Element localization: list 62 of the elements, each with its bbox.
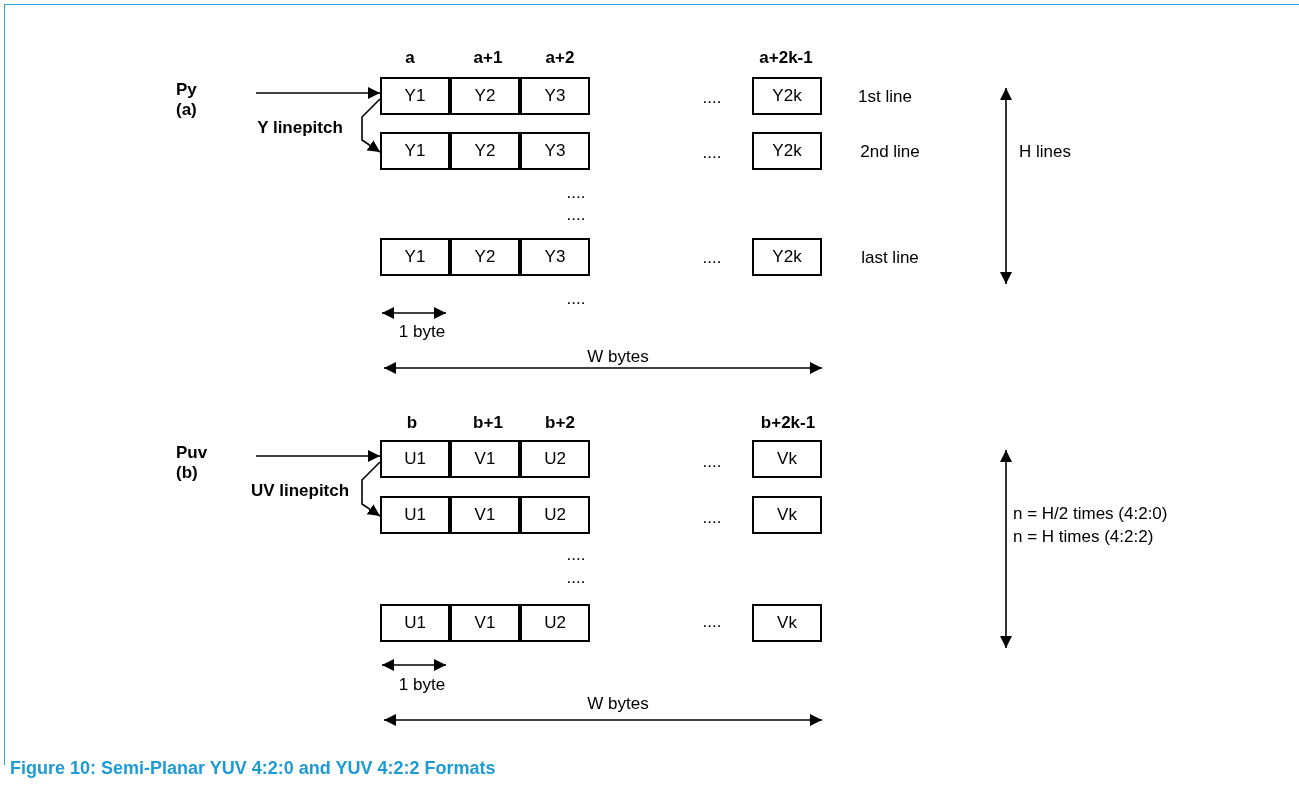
ellipsis: .... — [702, 248, 722, 268]
ellipsis: .... — [566, 289, 586, 309]
byte-cell: Vk — [752, 440, 822, 478]
arrow — [361, 461, 381, 517]
dimension-label: 1 byte — [398, 322, 446, 342]
column-address: a+1 — [473, 48, 503, 68]
dimension-label: W bytes — [587, 694, 649, 714]
byte-cell: Y2k — [752, 238, 822, 276]
byte-cell: Y2k — [752, 132, 822, 170]
byte-cell: Y3 — [520, 132, 590, 170]
byte-cell: Y3 — [520, 77, 590, 115]
dimension-label: 1 byte — [398, 675, 446, 695]
byte-cell: Y1 — [380, 132, 450, 170]
byte-cell: Vk — [752, 496, 822, 534]
dimension-label: W bytes — [587, 347, 649, 367]
byte-cell: U2 — [520, 496, 590, 534]
ellipsis: .... — [702, 143, 722, 163]
ellipsis: .... — [566, 183, 586, 203]
byte-cell: U1 — [380, 440, 450, 478]
ellipsis: .... — [702, 88, 722, 108]
row-label: 1st line — [858, 87, 912, 107]
arrow — [255, 450, 381, 462]
dimension-label: n = H times (4:2:2) — [1013, 527, 1154, 547]
byte-cell: Y2k — [752, 77, 822, 115]
arrow — [255, 87, 381, 99]
column-address: a — [405, 48, 415, 68]
column-address: b — [406, 413, 418, 433]
edge-label: Y linepitch — [257, 118, 343, 138]
byte-cell: U2 — [520, 440, 590, 478]
byte-cell: U1 — [380, 604, 450, 642]
byte-cell: Vk — [752, 604, 822, 642]
byte-cell: U1 — [380, 496, 450, 534]
ellipsis: .... — [566, 205, 586, 225]
ellipsis: .... — [566, 545, 586, 565]
column-address: a+2k-1 — [759, 48, 813, 68]
figure-caption: Figure 10: Semi-Planar YUV 4:2:0 and YUV 4:2:2 Formats — [10, 758, 496, 779]
ellipsis: .... — [702, 452, 722, 472]
byte-cell: V1 — [450, 440, 520, 478]
column-address: b+2 — [545, 413, 575, 433]
row-label: last line — [861, 248, 919, 268]
row-label: 2nd line — [860, 142, 920, 162]
pointer-label: Py (a) — [176, 80, 220, 120]
ellipsis: .... — [702, 508, 722, 528]
byte-cell: Y2 — [450, 238, 520, 276]
column-address: b+2k-1 — [760, 413, 816, 433]
ellipsis: .... — [566, 568, 586, 588]
pointer-label: Puv (b) — [176, 443, 220, 483]
dimension-label: n = H/2 times (4:2:0) — [1013, 504, 1168, 524]
byte-cell: Y1 — [380, 238, 450, 276]
byte-cell: U2 — [520, 604, 590, 642]
column-address: a+2 — [545, 48, 575, 68]
edge-label: UV linepitch — [250, 481, 350, 501]
byte-cell: V1 — [450, 496, 520, 534]
byte-cell: Y3 — [520, 238, 590, 276]
arrow — [361, 98, 381, 153]
dimension-label: H lines — [1019, 142, 1071, 162]
ellipsis: .... — [702, 612, 722, 632]
byte-cell: V1 — [450, 604, 520, 642]
column-address: b+1 — [473, 413, 503, 433]
byte-cell: Y1 — [380, 77, 450, 115]
byte-cell: Y2 — [450, 77, 520, 115]
byte-cell: Y2 — [450, 132, 520, 170]
